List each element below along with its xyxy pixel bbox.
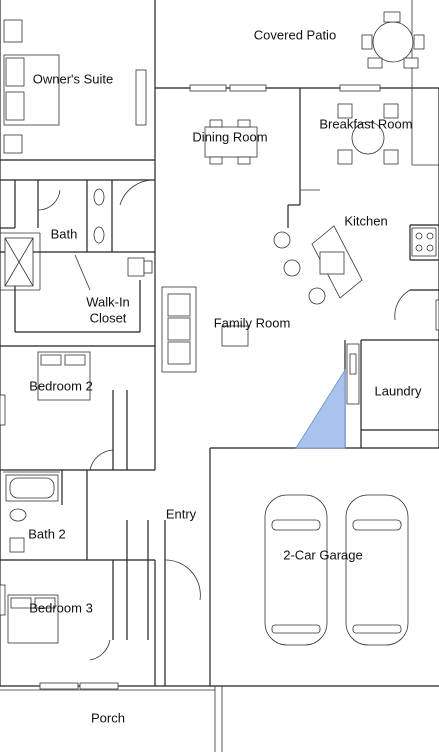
dining-table — [204, 126, 258, 158]
breakfast-room-label: Breakfast Room — [319, 116, 412, 131]
entry-label: Entry — [166, 506, 197, 521]
bedroom-3-label: Bedroom 3 — [29, 600, 93, 615]
bedroom-2-label: Bedroom 2 — [29, 378, 93, 393]
bath-label: Bath — [51, 226, 78, 241]
car-left — [264, 494, 328, 646]
family-room-label: Family Room — [214, 315, 291, 330]
stove — [411, 227, 437, 257]
doors — [37, 179, 411, 661]
furniture — [3, 11, 437, 646]
covered-patio-label: Covered Patio — [254, 27, 336, 42]
bath-2-label: Bath 2 — [28, 526, 66, 541]
highlight-area — [295, 368, 346, 449]
garage-label: 2-Car Garage — [283, 547, 362, 562]
porch-label: Porch — [91, 710, 125, 725]
room-labels: Covered Patio Owner's Suite Dining Room … — [28, 27, 422, 725]
walk-in-closet-label-1: Walk-In — [86, 294, 130, 309]
windows — [0, 69, 439, 690]
kitchen-label: Kitchen — [344, 213, 387, 228]
car-right — [345, 494, 409, 646]
owners-suite-label: Owner's Suite — [33, 71, 114, 86]
dining-room-label: Dining Room — [192, 129, 267, 144]
coffee-table — [221, 325, 249, 347]
breakfast-table — [351, 121, 385, 155]
patio-table — [372, 21, 414, 63]
walk-in-closet-label-2: Closet — [90, 310, 127, 325]
laundry-label: Laundry — [375, 383, 422, 398]
